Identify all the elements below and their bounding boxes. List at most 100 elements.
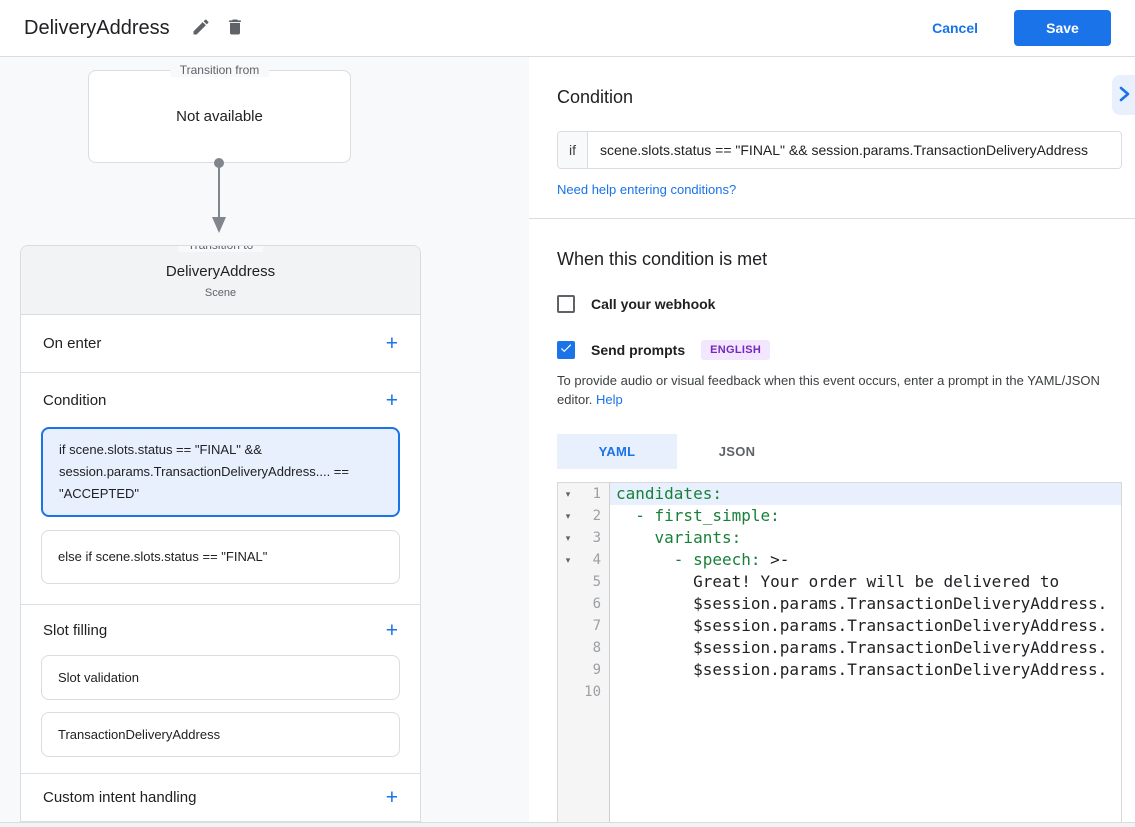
code-text: $session.params.TransactionDeliveryAddre… [616, 638, 1108, 657]
if-prefix-label: if [558, 132, 588, 168]
top-header: DeliveryAddress Cancel Save [0, 0, 1135, 57]
conditions-help-link[interactable]: Need help entering conditions? [557, 182, 737, 197]
send-prompts-label: Send prompts [591, 342, 686, 358]
fold-arrow-icon[interactable]: ▾ [565, 489, 571, 499]
flow-arrow-icon [209, 157, 229, 242]
prompts-help-link[interactable]: Help [596, 392, 623, 407]
page-title: DeliveryAddress [24, 16, 170, 39]
code-text: $session.params.TransactionDeliveryAddre… [616, 616, 1108, 635]
code-text: Great! Your order will be delivered to [616, 572, 1060, 591]
code-line: 6 $session.params.TransactionDeliveryAdd… [558, 593, 1121, 615]
code-text [610, 681, 1121, 703]
code-text: candidates: [610, 483, 1121, 505]
fold-arrow-icon[interactable]: ▾ [565, 533, 571, 543]
add-custom-intent-button[interactable]: + [385, 785, 398, 809]
code-line: ▾ 4 - speech: >- [558, 549, 1121, 571]
code-lines: ▾ 1 candidates: ▾ 2 - first_simple: ▾ 3 varian… [558, 483, 1121, 703]
save-button[interactable]: Save [1014, 10, 1111, 46]
language-badge: ENGLISH [701, 340, 771, 360]
fold-spacer [558, 659, 578, 681]
code-line: ▾ 3 variants: [558, 527, 1121, 549]
webhook-label: Call your webhook [591, 296, 716, 312]
scene-card-header: DeliveryAddress Scene [21, 246, 420, 315]
add-slot-button[interactable]: + [385, 618, 398, 642]
condition-row: Condition + [21, 373, 420, 427]
transition-to-label: Transition to [177, 246, 264, 252]
condition-editor-panel: Condition if Need help entering conditio… [529, 57, 1135, 827]
on-enter-row: On enter + [21, 315, 420, 373]
collapse-panel-button[interactable] [1112, 75, 1135, 115]
scene-diagram-panel: Transition from Not available Transition… [0, 57, 529, 827]
fold-spacer [558, 571, 578, 593]
pencil-icon [191, 17, 211, 40]
condition-section: Condition + if scene.slots.status == "FI… [21, 373, 420, 605]
fold-arrow-icon[interactable]: ▾ [565, 511, 571, 521]
line-number: 7 [592, 618, 601, 634]
prompts-description-text: To provide audio or visual feedback when… [557, 373, 1100, 407]
line-number: 3 [592, 530, 601, 546]
line-number: 4 [592, 552, 601, 568]
yaml-code-editor[interactable]: ▾ 1 candidates: ▾ 2 - first_simple: ▾ 3 varian… [557, 482, 1122, 826]
line-number: 9 [592, 662, 601, 678]
code-line: 8 $session.params.TransactionDeliveryAdd… [558, 637, 1121, 659]
delete-button[interactable] [218, 11, 252, 45]
line-number: 6 [592, 596, 601, 612]
fold-spacer [558, 593, 578, 615]
code-text: variants: [616, 528, 742, 547]
add-condition-button[interactable]: + [385, 388, 398, 412]
chevron-right-icon [1117, 84, 1131, 107]
condition-panel-title: Condition [557, 87, 634, 107]
code-text: - speech: >- [616, 550, 790, 569]
fold-spacer [558, 615, 578, 637]
tab-json[interactable]: JSON [677, 434, 797, 469]
fold-spacer [558, 637, 578, 659]
add-on-enter-button[interactable]: + [385, 332, 398, 355]
editor-gutter [558, 483, 610, 825]
condition-if-card[interactable]: if scene.slots.status == "FINAL" && sess… [41, 427, 400, 517]
edit-button[interactable] [184, 11, 218, 45]
fold-arrow-icon[interactable]: ▾ [565, 555, 571, 565]
slot-validation-card[interactable]: Slot validation [41, 655, 400, 700]
code-text: $session.params.TransactionDeliveryAddre… [616, 594, 1108, 613]
when-met-title: When this condition is met [557, 249, 768, 269]
scene-name: DeliveryAddress [165, 263, 276, 280]
transition-from-label: Transition from [169, 63, 270, 77]
tab-yaml[interactable]: YAML [557, 434, 677, 469]
send-prompts-row: Send prompts ENGLISH [557, 340, 1122, 360]
webhook-checkbox[interactable] [557, 295, 575, 313]
slot-filling-row: Slot filling + [21, 605, 420, 655]
condition-label: Condition [43, 391, 107, 409]
custom-intent-row: Custom intent handling + [21, 774, 420, 820]
cancel-button[interactable]: Cancel [932, 20, 978, 36]
line-number: 2 [592, 508, 601, 524]
webhook-row: Call your webhook [557, 295, 1122, 313]
line-number: 5 [592, 574, 601, 590]
slot-filling-section: Slot filling + Slot validation Transacti… [21, 605, 420, 774]
slot-filling-label: Slot filling [43, 621, 108, 639]
editor-tabs: YAML JSON [557, 434, 1122, 469]
slot-transaction-card[interactable]: TransactionDeliveryAddress [41, 712, 400, 757]
code-line: 5 Great! Your order will be delivered to [558, 571, 1121, 593]
line-number: 10 [584, 684, 601, 700]
transition-from-node: Transition from Not available [88, 63, 351, 163]
fold-spacer [558, 681, 578, 703]
send-prompts-checkbox[interactable] [557, 341, 575, 359]
check-icon [559, 341, 573, 360]
code-line: ▾ 2 - first_simple: [558, 505, 1121, 527]
code-text: - first_simple: [616, 506, 780, 525]
panel-divider [529, 218, 1135, 219]
transition-from-value: Not available [176, 108, 263, 125]
on-enter-label: On enter [43, 335, 102, 352]
scene-card: Transition to DeliveryAddress Scene On e… [20, 245, 421, 822]
condition-else-card[interactable]: else if scene.slots.status == "FINAL" [41, 530, 400, 584]
line-number: 1 [592, 486, 601, 502]
bottom-scroll-strip [0, 822, 1135, 827]
code-line: ▾ 1 candidates: [558, 483, 1121, 505]
code-line: 7 $session.params.TransactionDeliveryAdd… [558, 615, 1121, 637]
custom-intent-label: Custom intent handling [43, 788, 197, 806]
condition-input[interactable] [588, 132, 1121, 168]
code-line: 10 [558, 681, 1121, 703]
trash-icon [225, 17, 245, 40]
line-number: 8 [592, 640, 601, 656]
prompts-description: To provide audio or visual feedback when… [557, 371, 1122, 409]
